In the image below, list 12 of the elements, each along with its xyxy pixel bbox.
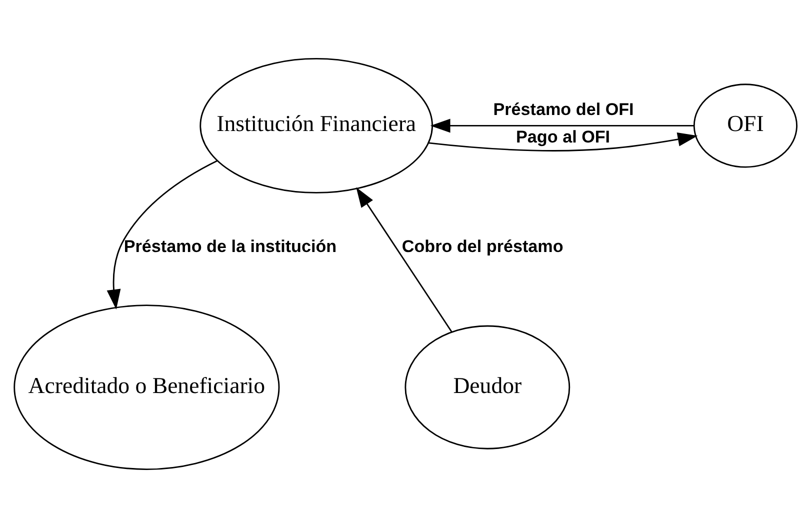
edge-label: Cobro del préstamo bbox=[402, 236, 564, 256]
node-ellipse: Acreditado o Beneficiario bbox=[14, 304, 280, 470]
arrow bbox=[430, 118, 694, 132]
edge-label: Préstamo del OFI bbox=[493, 100, 634, 119]
edge-label: Préstamo de la institución bbox=[124, 236, 337, 256]
node-ellipse: OFI bbox=[693, 83, 798, 168]
arrow bbox=[106, 160, 218, 309]
node-ellipse: Institución Financiera bbox=[200, 58, 433, 193]
arrow bbox=[356, 186, 452, 332]
edge-label: Pago al OFI bbox=[516, 126, 610, 146]
node-ellipse: Deudor bbox=[404, 324, 570, 449]
arrow bbox=[428, 132, 698, 151]
